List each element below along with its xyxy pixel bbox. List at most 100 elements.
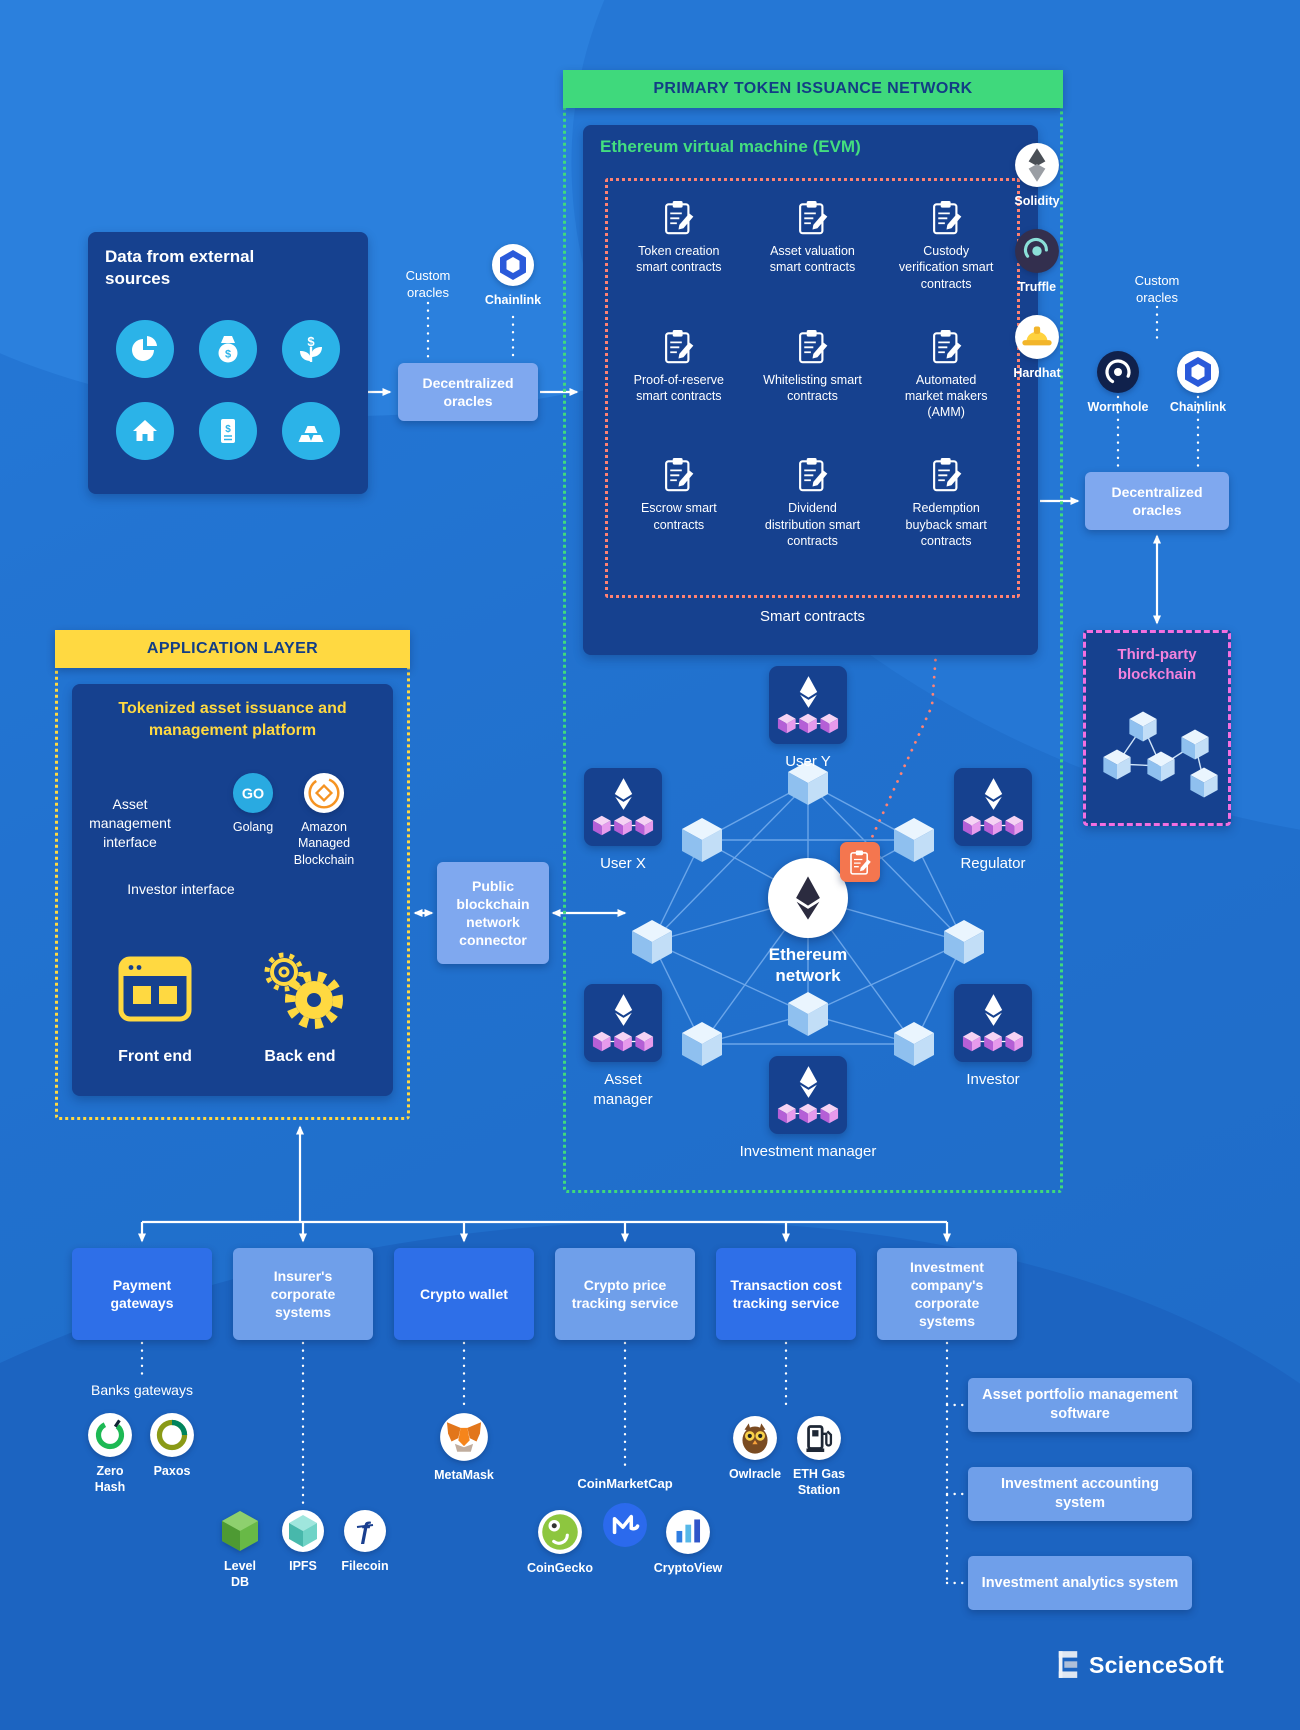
money-bag-icon: $ [198, 320, 257, 378]
contract-icon [796, 199, 829, 236]
crypto-price-tracking-box: Crypto price tracking service [555, 1248, 695, 1340]
paxos-brand: Paxos [147, 1412, 197, 1479]
investment-analytics-box: Investment analytics system [968, 1556, 1192, 1610]
transaction-cost-tracking-box: Transaction cost tracking service [716, 1248, 856, 1340]
eth-gas-station-brand: ETH Gas Station [789, 1415, 849, 1499]
contract-icon [662, 456, 695, 493]
chainlink-icon [1176, 350, 1220, 394]
tool-solidity: Solidity [1004, 142, 1070, 209]
entity-investor [954, 984, 1032, 1062]
sciencesoft-icon [1058, 1651, 1078, 1678]
pie-chart-icon [116, 320, 175, 378]
entity-user-x [584, 768, 662, 846]
node-cubes-icon [777, 712, 839, 735]
contract-icon [796, 328, 829, 365]
banks-gateways-label: Banks gateways [91, 1382, 193, 1398]
entity-label: Investment manager [739, 1143, 877, 1160]
decentralized-oracles-right-box: Decentralized oracles [1085, 472, 1229, 530]
external-sources-title: Data from external sources [105, 247, 255, 289]
entity-label: Regulator [960, 855, 1026, 872]
zero-hash-brand: Zero Hash [85, 1412, 135, 1496]
metamask-brand: MetaMask [414, 1412, 514, 1483]
chainlink-left: Chainlink [478, 243, 548, 308]
paxos-icon [149, 1412, 195, 1458]
decentralized-oracles-left-box: Decentralized oracles [398, 363, 538, 421]
evm-title: Ethereum virtual machine (EVM) [600, 137, 861, 156]
smart-contracts-caption: Smart contracts [759, 608, 866, 625]
tool-truffle: Truffle [1004, 228, 1070, 295]
owlracle-icon [732, 1415, 778, 1461]
crypto-wallet-box: Crypto wallet [394, 1248, 534, 1340]
real-estate-icon [116, 402, 175, 460]
custom-oracles-right-label: Custom oracles [1134, 273, 1180, 305]
cryptoview-icon [665, 1509, 711, 1555]
contract-icon [930, 456, 963, 493]
contract-icon [848, 849, 872, 876]
coingecko-icon [537, 1509, 583, 1555]
wormhole-icon [1096, 350, 1140, 394]
owlracle-brand: Owlracle [722, 1415, 788, 1482]
contract-icon [662, 328, 695, 365]
entity-asset-manager [584, 984, 662, 1062]
contract-item: Escrow smart contracts [612, 450, 746, 579]
investment-company-systems-box: Investment company's corporate systems [877, 1248, 1017, 1340]
coingecko-brand: CoinGecko [520, 1509, 600, 1576]
filecoin-icon [343, 1509, 387, 1553]
sciencesoft-wordmark: ScienceSoft [1089, 1651, 1224, 1678]
leveldb-brand: Level DB [218, 1509, 262, 1591]
leveldb-icon [218, 1509, 262, 1553]
entity-label: Asset manager [593, 1071, 653, 1108]
svg-text:$: $ [225, 424, 231, 435]
ethereum-network-node [768, 858, 848, 938]
zero-hash-icon [87, 1412, 133, 1458]
investor-interface-label: Investor interface [127, 881, 235, 897]
ethereum-icon [614, 778, 633, 810]
contract-icon [796, 456, 829, 493]
gold-bars-icon [281, 402, 340, 460]
front-end-label: Front end [118, 1048, 192, 1065]
ethereum-icon [984, 778, 1003, 810]
back-end-label: Back end [264, 1048, 336, 1065]
dollar-growth-icon: $ [281, 320, 340, 378]
metamask-icon [439, 1412, 489, 1462]
asset-portfolio-software-box: Asset portfolio management software [968, 1378, 1192, 1432]
front-end-icon [118, 956, 192, 1022]
asset-management-interface-label: Asset management interface [89, 796, 171, 850]
amazon-managed-blockchain-icon [303, 772, 345, 814]
entity-label: User X [600, 855, 646, 872]
truffle-icon [1014, 228, 1060, 274]
smart-contract-badge [840, 842, 880, 882]
investment-accounting-box: Investment accounting system [968, 1467, 1192, 1521]
entity-label: User Y [785, 753, 831, 770]
application-layer-header: APPLICATION LAYER [55, 630, 410, 668]
chainlink-icon [491, 243, 535, 287]
external-sources-box: Data from external sources $ $ [88, 232, 368, 494]
contract-item: Redemption buyback smart contracts [879, 450, 1013, 579]
ethereum-icon [984, 994, 1003, 1026]
svg-text:$: $ [225, 349, 231, 361]
ethereum-icon [614, 994, 633, 1026]
custom-oracles-left-label: Custom oracles [405, 268, 451, 300]
contract-item: Asset valuation smart contracts [746, 193, 880, 322]
payment-gateways-box: Payment gateways [72, 1248, 212, 1340]
cryptoview-brand: CryptoView [648, 1509, 728, 1576]
coinmarketcap-icon [602, 1502, 648, 1548]
invoice-icon: $ [198, 402, 257, 460]
back-end-icon [264, 952, 343, 1029]
node-cubes-icon [592, 814, 654, 837]
entity-label: Investor [966, 1071, 1020, 1088]
primary-network-header: PRIMARY TOKEN ISSUANCE NETWORK [563, 70, 1063, 108]
eth-gas-station-icon [796, 1415, 842, 1461]
contract-item: Automated market makers (AMM) [879, 322, 1013, 451]
contract-item: Token creation smart contracts [612, 193, 746, 322]
hardhat-icon [1014, 314, 1060, 360]
contract-icon [662, 199, 695, 236]
public-blockchain-connector-box: Public blockchain network connector [437, 862, 549, 964]
third-party-title: Third-party blockchain [1117, 646, 1197, 683]
solidity-icon [1014, 142, 1060, 188]
ethereum-icon [799, 1066, 818, 1098]
coinmarketcap-label: CoinMarketCap [577, 1476, 673, 1491]
ethereum-icon [799, 676, 818, 708]
tool-hardhat: Hardhat [1004, 314, 1070, 381]
entity-regulator [954, 768, 1032, 846]
